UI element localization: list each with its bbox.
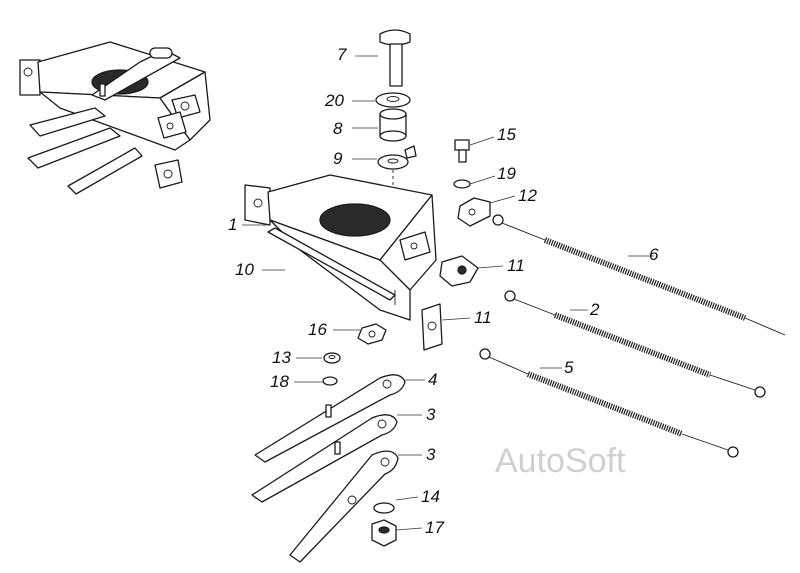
part-3-lever-upper <box>251 414 398 503</box>
part-19-washer <box>453 179 471 189</box>
part-13-nut <box>323 352 341 364</box>
label-3-upper: 3 <box>426 405 436 424</box>
label-16: 16 <box>308 320 327 339</box>
part-labels: 7 20 8 9 15 19 12 1 6 10 11 2 16 11 13 5… <box>228 45 659 537</box>
label-17: 17 <box>425 518 444 537</box>
part-12-clamp <box>457 197 491 227</box>
part-2-spring <box>504 290 766 398</box>
part-17-nut <box>371 519 397 547</box>
label-14: 14 <box>421 487 440 506</box>
label-15: 15 <box>497 125 516 144</box>
part-16-nut <box>357 323 387 345</box>
label-12: 12 <box>518 186 537 205</box>
label-19: 19 <box>497 164 516 183</box>
part-10-strip <box>267 227 396 301</box>
part-18-washer <box>322 376 338 386</box>
part-8-bushing <box>379 108 407 142</box>
label-18: 18 <box>270 372 289 391</box>
part-7-pin <box>379 29 411 87</box>
assembled-bracket-view <box>19 41 211 195</box>
part-4-lever <box>254 374 406 463</box>
label-2: 2 <box>589 300 600 319</box>
label-1: 1 <box>228 215 237 234</box>
label-5: 5 <box>564 358 574 377</box>
watermark: AutoSoft <box>495 442 626 480</box>
leader-lines <box>242 55 654 531</box>
part-1-bracket <box>244 174 437 321</box>
label-9: 9 <box>333 149 343 168</box>
part-6-spring <box>492 214 786 336</box>
part-20-washer <box>375 92 411 108</box>
label-20: 20 <box>324 91 344 110</box>
label-3-lower: 3 <box>426 445 436 464</box>
label-6: 6 <box>649 245 659 264</box>
label-11-upper: 11 <box>507 256 525 275</box>
label-11-lower: 11 <box>474 308 492 327</box>
part-11-clip-upper <box>439 255 479 287</box>
label-10: 10 <box>235 260 254 279</box>
part-14-washer <box>373 502 395 514</box>
part-15-bolt <box>454 139 470 163</box>
label-8: 8 <box>333 119 343 138</box>
part-5-spring <box>479 348 739 458</box>
label-7: 7 <box>337 45 347 64</box>
part-11-clip-lower <box>421 303 443 351</box>
label-4: 4 <box>428 370 437 389</box>
label-13: 13 <box>272 348 291 367</box>
part-3-lever-lower <box>289 450 399 563</box>
part-9-tab-washer <box>377 145 417 170</box>
